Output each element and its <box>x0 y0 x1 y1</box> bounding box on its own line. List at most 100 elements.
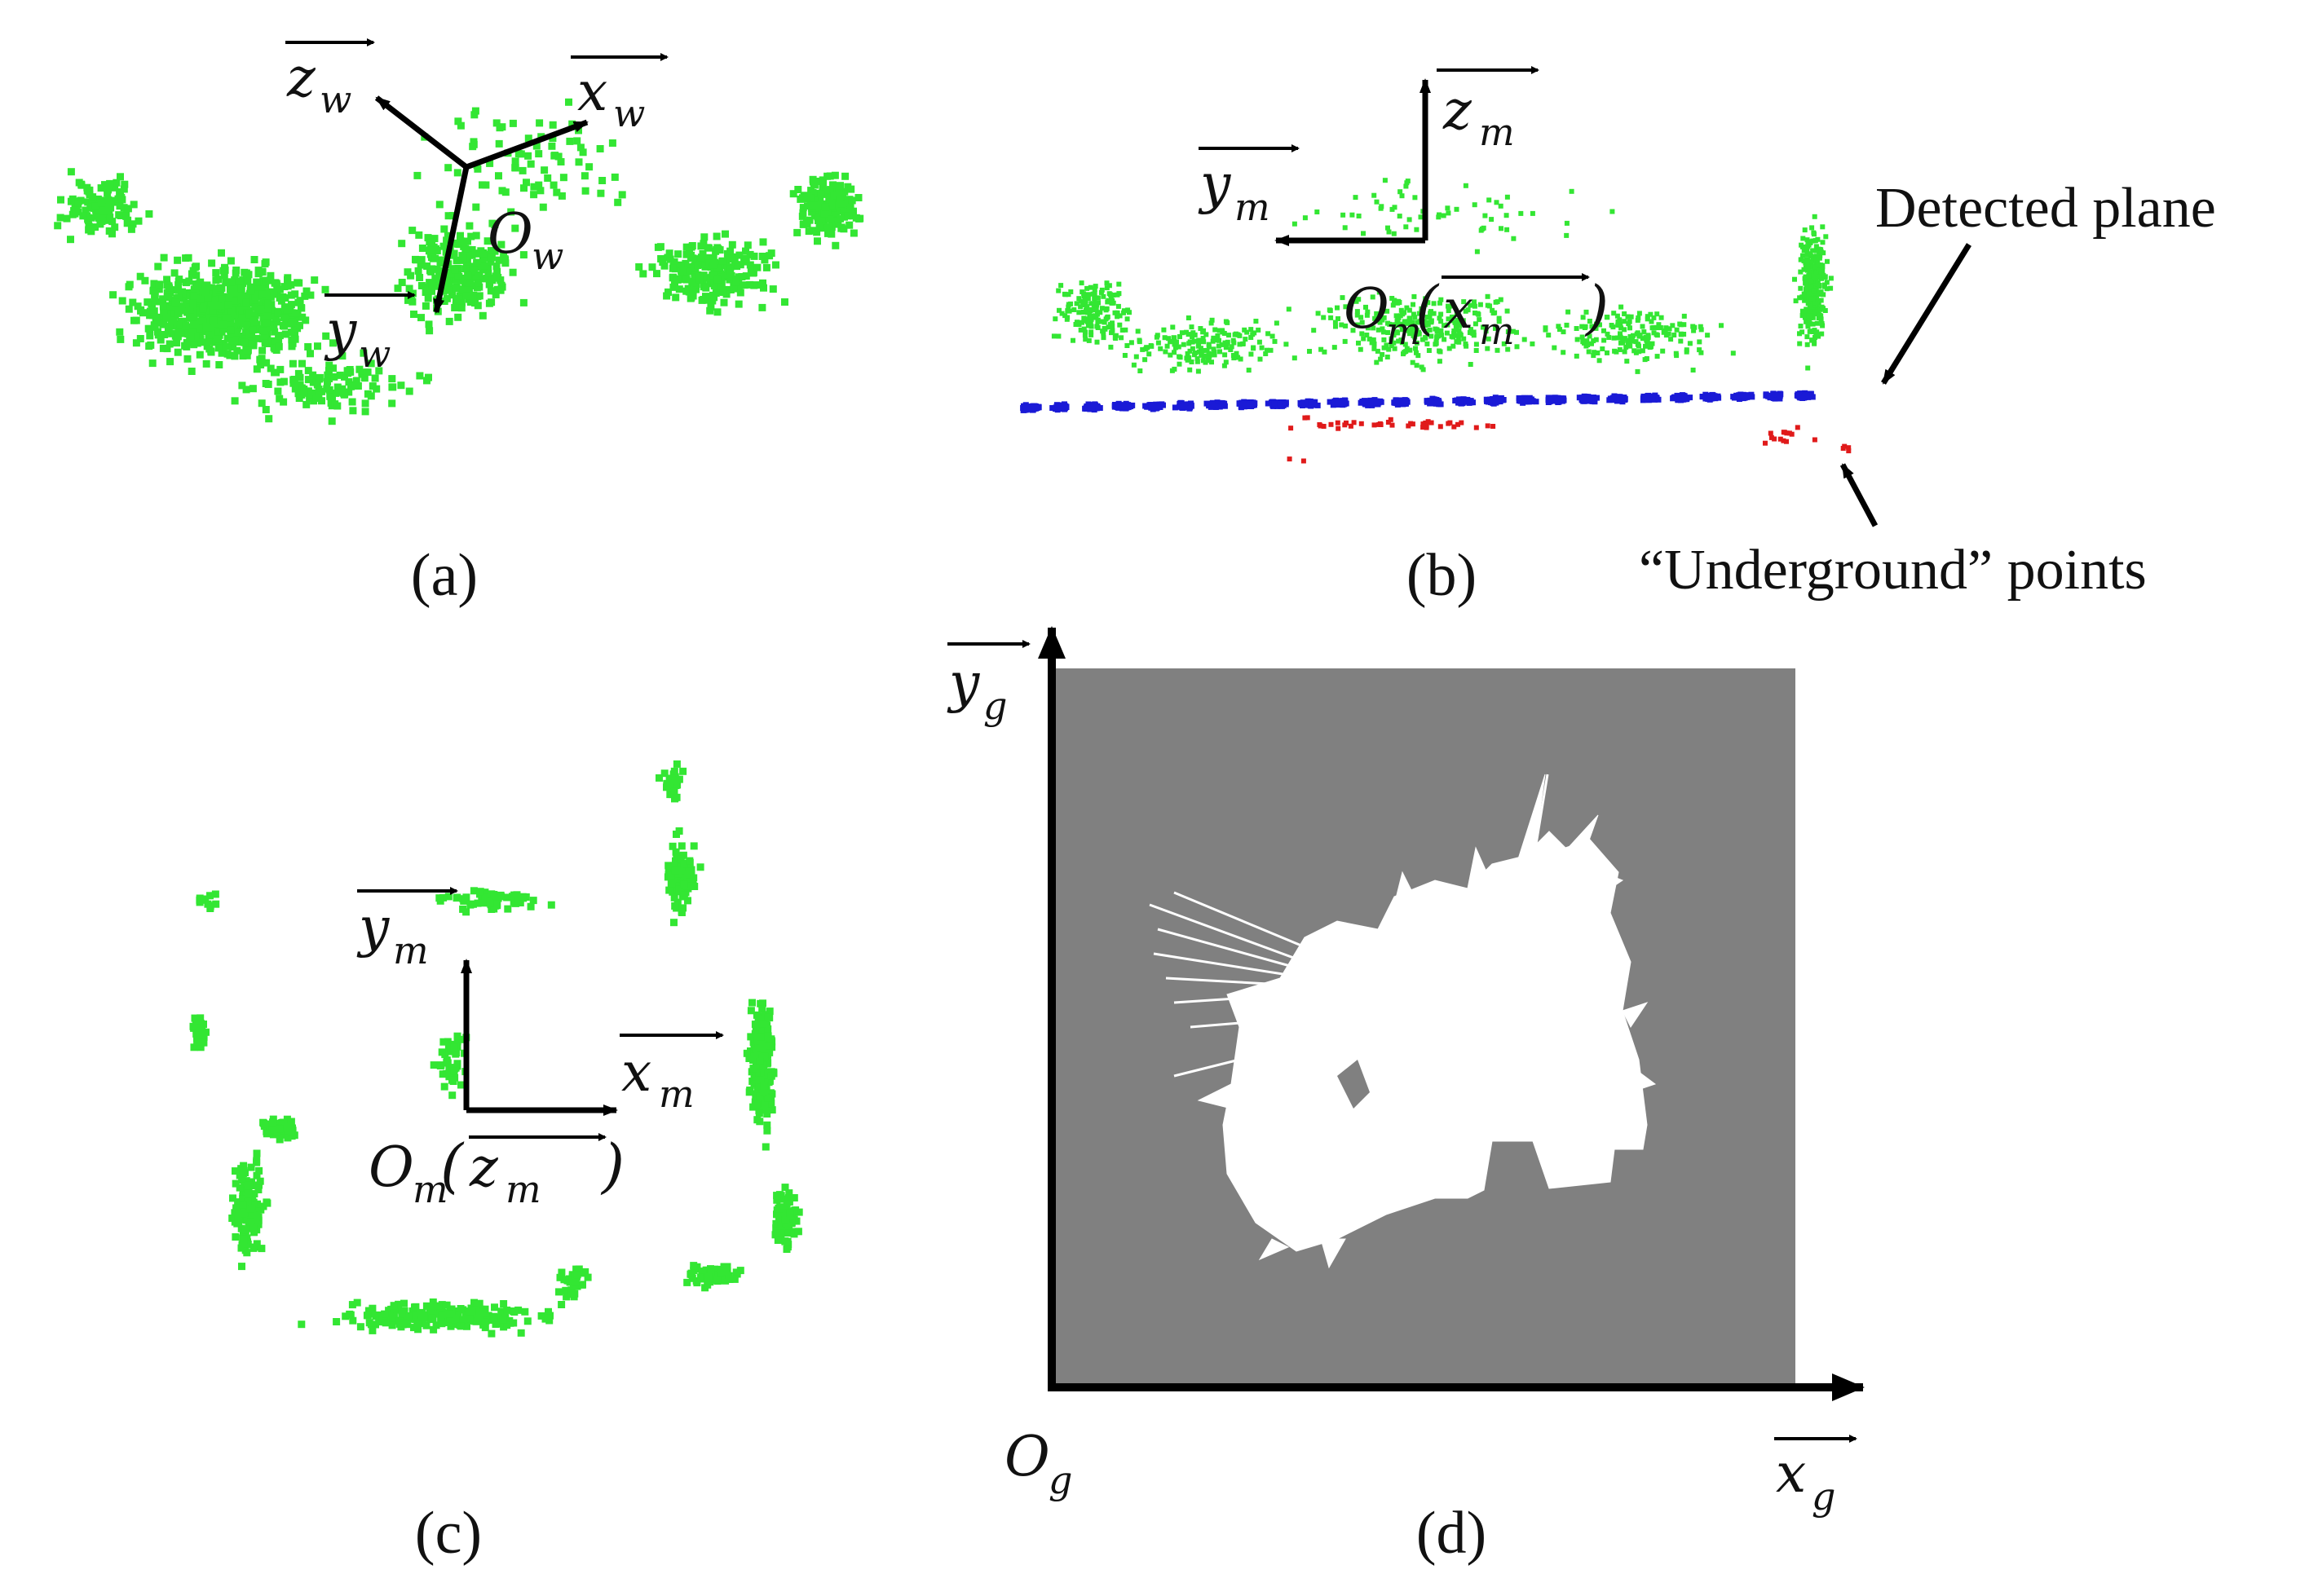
point <box>258 399 266 408</box>
point <box>786 1209 794 1217</box>
point <box>1690 324 1696 329</box>
point <box>682 867 690 875</box>
point <box>485 299 493 307</box>
point <box>1437 300 1442 306</box>
point <box>753 1011 761 1019</box>
point <box>511 157 519 165</box>
point <box>1094 324 1100 329</box>
point <box>118 297 126 305</box>
point <box>1557 327 1562 333</box>
point <box>1816 274 1821 280</box>
point <box>1842 443 1848 449</box>
point <box>1644 356 1649 361</box>
point <box>1784 430 1790 436</box>
point <box>1438 311 1444 317</box>
point <box>766 1042 774 1050</box>
point <box>1798 269 1804 275</box>
point <box>1384 308 1390 314</box>
point <box>132 339 140 347</box>
point <box>1437 401 1444 408</box>
point <box>713 1277 722 1285</box>
point <box>461 278 470 286</box>
point <box>394 284 402 293</box>
point <box>1802 392 1808 399</box>
point <box>1100 328 1106 334</box>
point <box>120 185 128 193</box>
point <box>232 297 240 305</box>
point <box>1463 308 1468 314</box>
point <box>1711 395 1717 401</box>
point <box>810 194 819 202</box>
point <box>1428 420 1434 425</box>
point <box>1248 351 1254 357</box>
point <box>251 303 259 311</box>
point <box>321 285 329 293</box>
point <box>171 298 179 306</box>
point <box>1335 420 1340 425</box>
point <box>1804 252 1810 258</box>
point <box>1627 342 1631 348</box>
point <box>1804 287 1808 293</box>
point <box>1684 349 1689 355</box>
point <box>298 313 307 321</box>
point <box>253 334 260 342</box>
point <box>1609 323 1614 328</box>
point <box>264 381 272 388</box>
point <box>424 294 432 302</box>
point <box>1215 333 1221 338</box>
point <box>467 232 475 240</box>
point <box>1404 346 1410 351</box>
point <box>1810 321 1816 327</box>
point <box>1644 337 1649 343</box>
point <box>280 322 288 330</box>
point <box>1424 328 1430 334</box>
point <box>232 328 241 337</box>
point <box>1390 302 1396 308</box>
point <box>750 252 758 260</box>
point <box>1187 367 1193 373</box>
point <box>237 284 245 293</box>
point <box>361 399 369 408</box>
point <box>1146 351 1152 357</box>
point <box>1794 392 1800 399</box>
point <box>67 168 75 176</box>
point <box>1250 401 1256 408</box>
point <box>257 361 265 368</box>
point <box>1184 355 1190 361</box>
point <box>1271 400 1278 407</box>
point <box>285 306 292 314</box>
point <box>213 302 220 310</box>
point <box>258 290 266 298</box>
point <box>727 271 735 280</box>
point <box>329 339 337 347</box>
point <box>1427 327 1433 333</box>
point <box>1587 333 1592 339</box>
point <box>188 368 196 375</box>
point <box>469 143 477 151</box>
point <box>272 315 280 323</box>
point <box>1807 291 1812 297</box>
point <box>679 267 687 274</box>
point <box>1472 299 1477 305</box>
point <box>1496 315 1502 321</box>
point <box>691 273 699 280</box>
point <box>92 206 100 214</box>
point <box>1605 350 1609 355</box>
point <box>237 296 245 303</box>
point <box>1455 335 1461 341</box>
point <box>242 298 250 306</box>
point <box>784 1194 793 1201</box>
point <box>1813 257 1819 262</box>
point <box>355 365 364 373</box>
point <box>291 335 299 343</box>
point <box>280 314 288 322</box>
point <box>423 377 430 385</box>
point <box>226 351 234 359</box>
point <box>1420 306 1426 312</box>
point <box>495 139 503 148</box>
point <box>1419 318 1424 324</box>
point <box>466 279 475 287</box>
point <box>1169 339 1175 345</box>
point <box>1418 214 1424 220</box>
point <box>1698 327 1704 333</box>
